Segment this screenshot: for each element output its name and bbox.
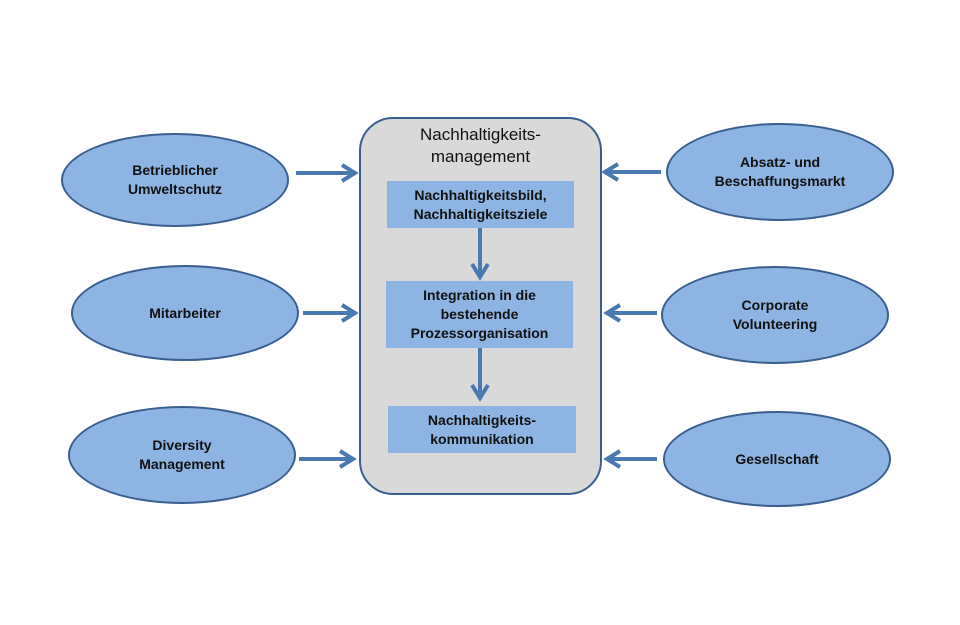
node-absatz-beschaffungsmarkt: Absatz- und Beschaffungsmarkt (666, 123, 894, 221)
node-label: Corporate Volunteering (732, 297, 818, 332)
arrow-umweltschutz (296, 163, 359, 183)
arrow-mitarbeiter (303, 303, 359, 323)
node-label: Betrieblicher Umweltschutz (127, 162, 223, 197)
node-betrieblicher-umweltschutz: Betrieblicher Umweltschutz (61, 133, 289, 227)
node-mitarbeiter: Mitarbeiter (71, 265, 299, 361)
node-gesellschaft: Gesellschaft (663, 411, 891, 507)
arrow-absatz (601, 162, 661, 182)
arrow-diversity (299, 449, 357, 469)
node-label: Absatz- und Beschaffungsmarkt (714, 154, 846, 189)
step-label: Nachhaltigkeits- kommunikation (427, 411, 537, 447)
step-vision-goals: Nachhaltigkeitsbild, Nachhaltigkeitsziel… (387, 181, 574, 228)
step-label: Integration in die bestehende Prozessorg… (410, 287, 549, 341)
node-label: Mitarbeiter (149, 304, 221, 321)
node-diversity-management: Diversity Management (68, 406, 296, 504)
node-corporate-volunteering: Corporate Volunteering (661, 266, 889, 364)
step-communication: Nachhaltigkeits- kommunikation (388, 406, 576, 453)
node-label: Gesellschaft (735, 450, 819, 467)
node-label: Diversity Management (139, 437, 225, 472)
arrow-volunteering (603, 303, 657, 323)
step-process-integration: Integration in die bestehende Prozessorg… (386, 281, 573, 348)
arrow-gesellschaft (603, 449, 657, 469)
step-label: Nachhaltigkeitsbild, Nachhaltigkeitsziel… (413, 186, 548, 222)
center-title: Nachhaltigkeits- management (420, 125, 541, 166)
